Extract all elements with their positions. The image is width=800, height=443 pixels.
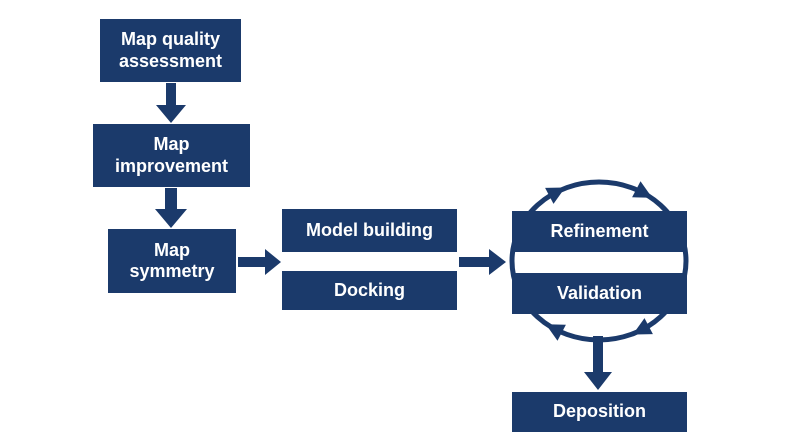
node-refinement: Refinement xyxy=(512,211,687,252)
node-map-symmetry-label: Map symmetry xyxy=(129,239,215,281)
arrow-cycle-to-deposition xyxy=(584,336,612,390)
node-model-building: Model building xyxy=(282,209,457,252)
node-map-improvement: Map improvement xyxy=(93,124,250,187)
cycle-arrowhead-top-right-icon xyxy=(632,181,653,198)
node-map-quality-assessment: Map quality assessment xyxy=(100,19,241,82)
cycle-arrowhead-bottom-left-icon xyxy=(545,324,566,341)
node-deposition-label: Deposition xyxy=(553,401,646,422)
node-map-symmetry: Map symmetry xyxy=(108,229,236,293)
cycle-arrowhead-bottom-right-icon xyxy=(632,318,653,335)
node-validation-label: Validation xyxy=(556,282,643,303)
node-model-building-label: Model building xyxy=(306,219,433,240)
node-map-improvement-label: Map improvement xyxy=(114,134,229,176)
arrow-map-symmetry-to-model-building xyxy=(238,249,281,275)
cycle-arrowhead-top-left-icon xyxy=(545,187,566,204)
node-validation: Validation xyxy=(512,273,687,314)
arrow-map-quality-to-map-improvement xyxy=(156,83,186,123)
node-docking-label: Docking xyxy=(333,279,405,300)
node-deposition: Deposition xyxy=(512,392,687,432)
node-refinement-label: Refinement xyxy=(550,220,649,241)
refinement-validation-cycle-ring xyxy=(509,179,689,343)
node-docking: Docking xyxy=(282,271,457,310)
arrow-model-building-to-refinement xyxy=(459,249,506,275)
node-map-quality-assessment-label: Map quality assessment xyxy=(118,29,223,71)
arrow-map-improvement-to-map-symmetry xyxy=(155,188,187,228)
